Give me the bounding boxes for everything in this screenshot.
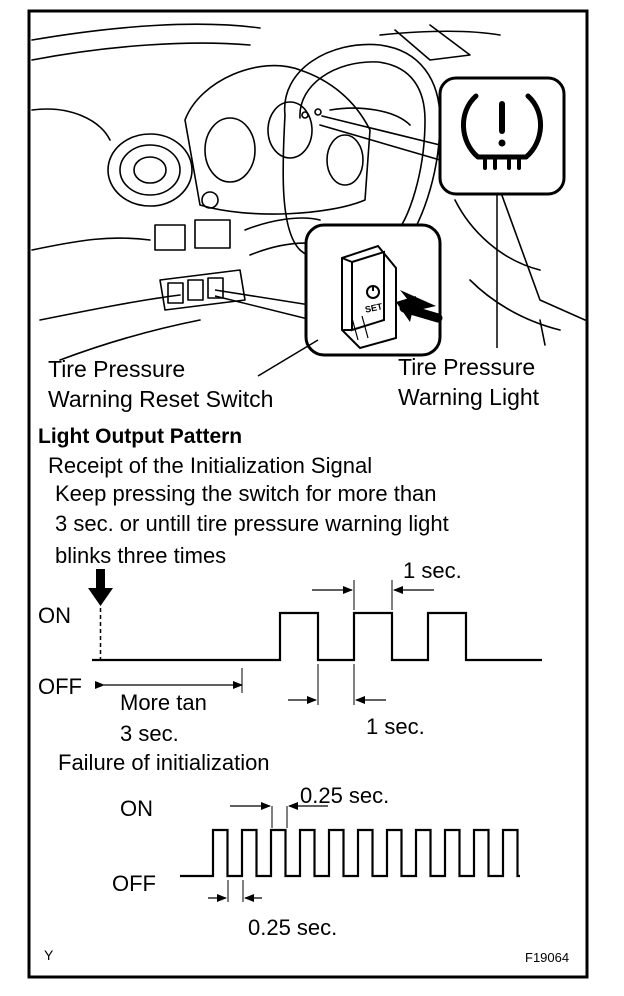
one-sec-top-label: 1 sec. (403, 558, 462, 583)
tire-pressure-warning-icon (461, 93, 543, 170)
receipt-timing-chart (88, 569, 542, 705)
figure-border (27, 9, 589, 979)
off-label-2: OFF (112, 871, 156, 896)
off-label: OFF (38, 674, 82, 699)
signal-arrow-icon (96, 569, 105, 589)
quarter-sec-bottom-label: 0.25 sec. (248, 915, 338, 940)
failure-timing-chart (180, 802, 520, 902)
reset-switch-label-line1: Tire Pressure (48, 356, 186, 382)
instruction-line1: Keep pressing the switch for more than (55, 481, 437, 506)
failure-waveform (180, 828, 520, 878)
footer-left-code: Y (44, 947, 54, 963)
reset-switch-icon (341, 244, 397, 350)
instruction-line3: blinks three times (55, 543, 227, 568)
failure-title: Failure of initialization (58, 750, 270, 775)
warning-light-label-line1: Tire Pressure (398, 354, 536, 380)
initialization-waveform (92, 611, 542, 662)
reset-switch-label-line2: Warning Reset Switch (48, 386, 274, 412)
quarter-sec-top-label: 0.25 sec. (300, 783, 390, 808)
on-label: ON (38, 603, 71, 628)
figure-id: F19064 (525, 950, 570, 965)
more-tan-line2: 3 sec. (120, 721, 179, 746)
one-sec-bottom-label: 1 sec. (366, 714, 425, 739)
warning-light-label-line2: Warning Light (398, 384, 540, 410)
instruction-line2: 3 sec. or untill tire pressure warning l… (55, 511, 449, 536)
reset-switch-callout (214, 223, 443, 377)
pattern-heading: Light Output Pattern (38, 425, 243, 448)
on-label-2: ON (120, 796, 153, 821)
press-arrow-icon (396, 290, 443, 323)
receipt-title: Receipt of the Initialization Signal (48, 453, 373, 478)
more-tan-line1: More tan (120, 690, 207, 715)
warning-light-callout (438, 76, 566, 348)
